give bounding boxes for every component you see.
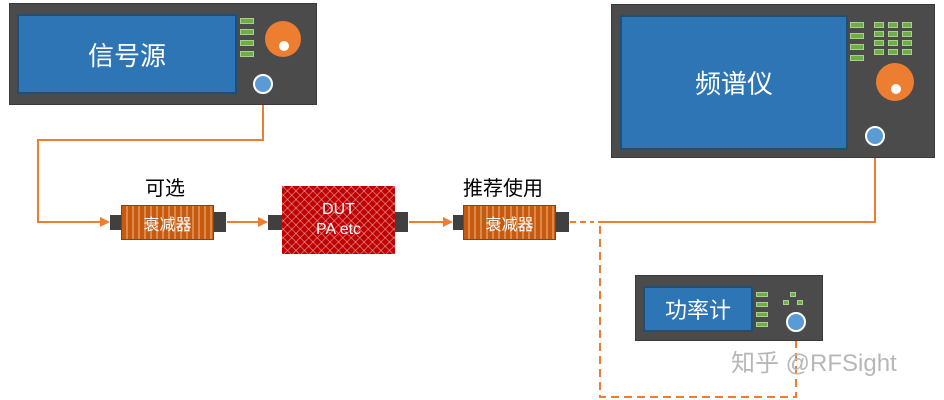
- spectrum-analyzer-instrument: 频谱仪: [612, 5, 934, 157]
- dut-connector-right: [395, 212, 408, 232]
- attenuator-1-connector-right: [214, 212, 226, 232]
- spectrum-analyzer-rf-port[interactable]: [865, 126, 885, 146]
- cable-source-to-attenuator: [37, 93, 264, 227]
- attenuator-1-connector-left: [110, 215, 121, 230]
- power-meter-nav-up[interactable]: [790, 292, 796, 297]
- signal-source-label: 信号源: [87, 40, 166, 71]
- spectrum-analyzer-button-3[interactable]: [850, 44, 864, 50]
- spectrum-analyzer-button-4[interactable]: [850, 55, 864, 61]
- knob-indicator: [279, 41, 289, 51]
- power-meter-button-2[interactable]: [756, 302, 768, 307]
- spectrum-analyzer-button-1[interactable]: [850, 22, 864, 28]
- keypad-key[interactable]: [888, 40, 898, 46]
- signal-source-button-1[interactable]: [240, 18, 254, 24]
- attenuator-2-connector-right: [556, 212, 569, 232]
- dut-connector-left: [268, 215, 282, 230]
- attenuator-2-connector-left: [453, 215, 463, 230]
- keypad-key[interactable]: [902, 40, 912, 46]
- keypad-key[interactable]: [902, 49, 912, 55]
- keypad-key[interactable]: [874, 31, 884, 37]
- keypad-key[interactable]: [888, 31, 898, 37]
- spectrum-analyzer-label: 频谱仪: [694, 69, 773, 99]
- watermark: 知乎 @RFSight: [731, 350, 897, 377]
- signal-source-screen: 信号源: [17, 14, 237, 94]
- power-meter-instrument: 功率计: [636, 276, 822, 340]
- cable-to-spectrum-analyzer: [598, 146, 880, 223]
- power-meter-nav-left[interactable]: [783, 300, 789, 305]
- signal-source-instrument: 信号源: [10, 4, 316, 104]
- signal-source-rf-port[interactable]: [253, 74, 273, 94]
- keypad-key[interactable]: [874, 22, 884, 28]
- attenuator-2-label: 衰减器: [485, 216, 534, 234]
- signal-source-button-2[interactable]: [240, 29, 254, 35]
- optional-label: 可选: [145, 178, 185, 200]
- cable-to-power-meter: [599, 226, 801, 398]
- power-meter-label: 功率计: [664, 298, 731, 323]
- power-meter-button-4[interactable]: [756, 322, 768, 327]
- spectrum-analyzer-keypad: [874, 22, 916, 56]
- power-meter-screen: 功率计: [643, 286, 753, 332]
- power-meter-sensor-port[interactable]: [786, 312, 806, 332]
- signal-source-button-4[interactable]: [240, 51, 254, 57]
- dut-sublabel: PA etc: [315, 221, 362, 238]
- attenuator-1: 衰减器: [121, 205, 214, 240]
- attenuator-1-label: 衰减器: [143, 216, 192, 234]
- dut-label: DUT: [322, 201, 355, 218]
- spectrum-analyzer-screen: 频谱仪: [620, 15, 848, 150]
- signal-source-button-3[interactable]: [240, 40, 254, 46]
- power-meter-button-1[interactable]: [756, 292, 768, 297]
- signal-source-knob[interactable]: [265, 21, 301, 57]
- attenuator-2: 衰减器: [463, 205, 556, 240]
- spectrum-analyzer-button-2[interactable]: [850, 33, 864, 39]
- power-meter-button-3[interactable]: [756, 312, 768, 317]
- recommended-label: 推荐使用: [463, 178, 543, 200]
- keypad-key[interactable]: [874, 49, 884, 55]
- keypad-key[interactable]: [874, 40, 884, 46]
- power-meter-nav-right[interactable]: [797, 300, 803, 305]
- knob-indicator: [891, 84, 901, 94]
- keypad-key[interactable]: [888, 22, 898, 28]
- spectrum-analyzer-knob[interactable]: [876, 63, 914, 101]
- keypad-key[interactable]: [902, 31, 912, 37]
- keypad-key[interactable]: [902, 22, 912, 28]
- dut-block: DUT PA etc: [282, 186, 395, 254]
- keypad-key[interactable]: [888, 49, 898, 55]
